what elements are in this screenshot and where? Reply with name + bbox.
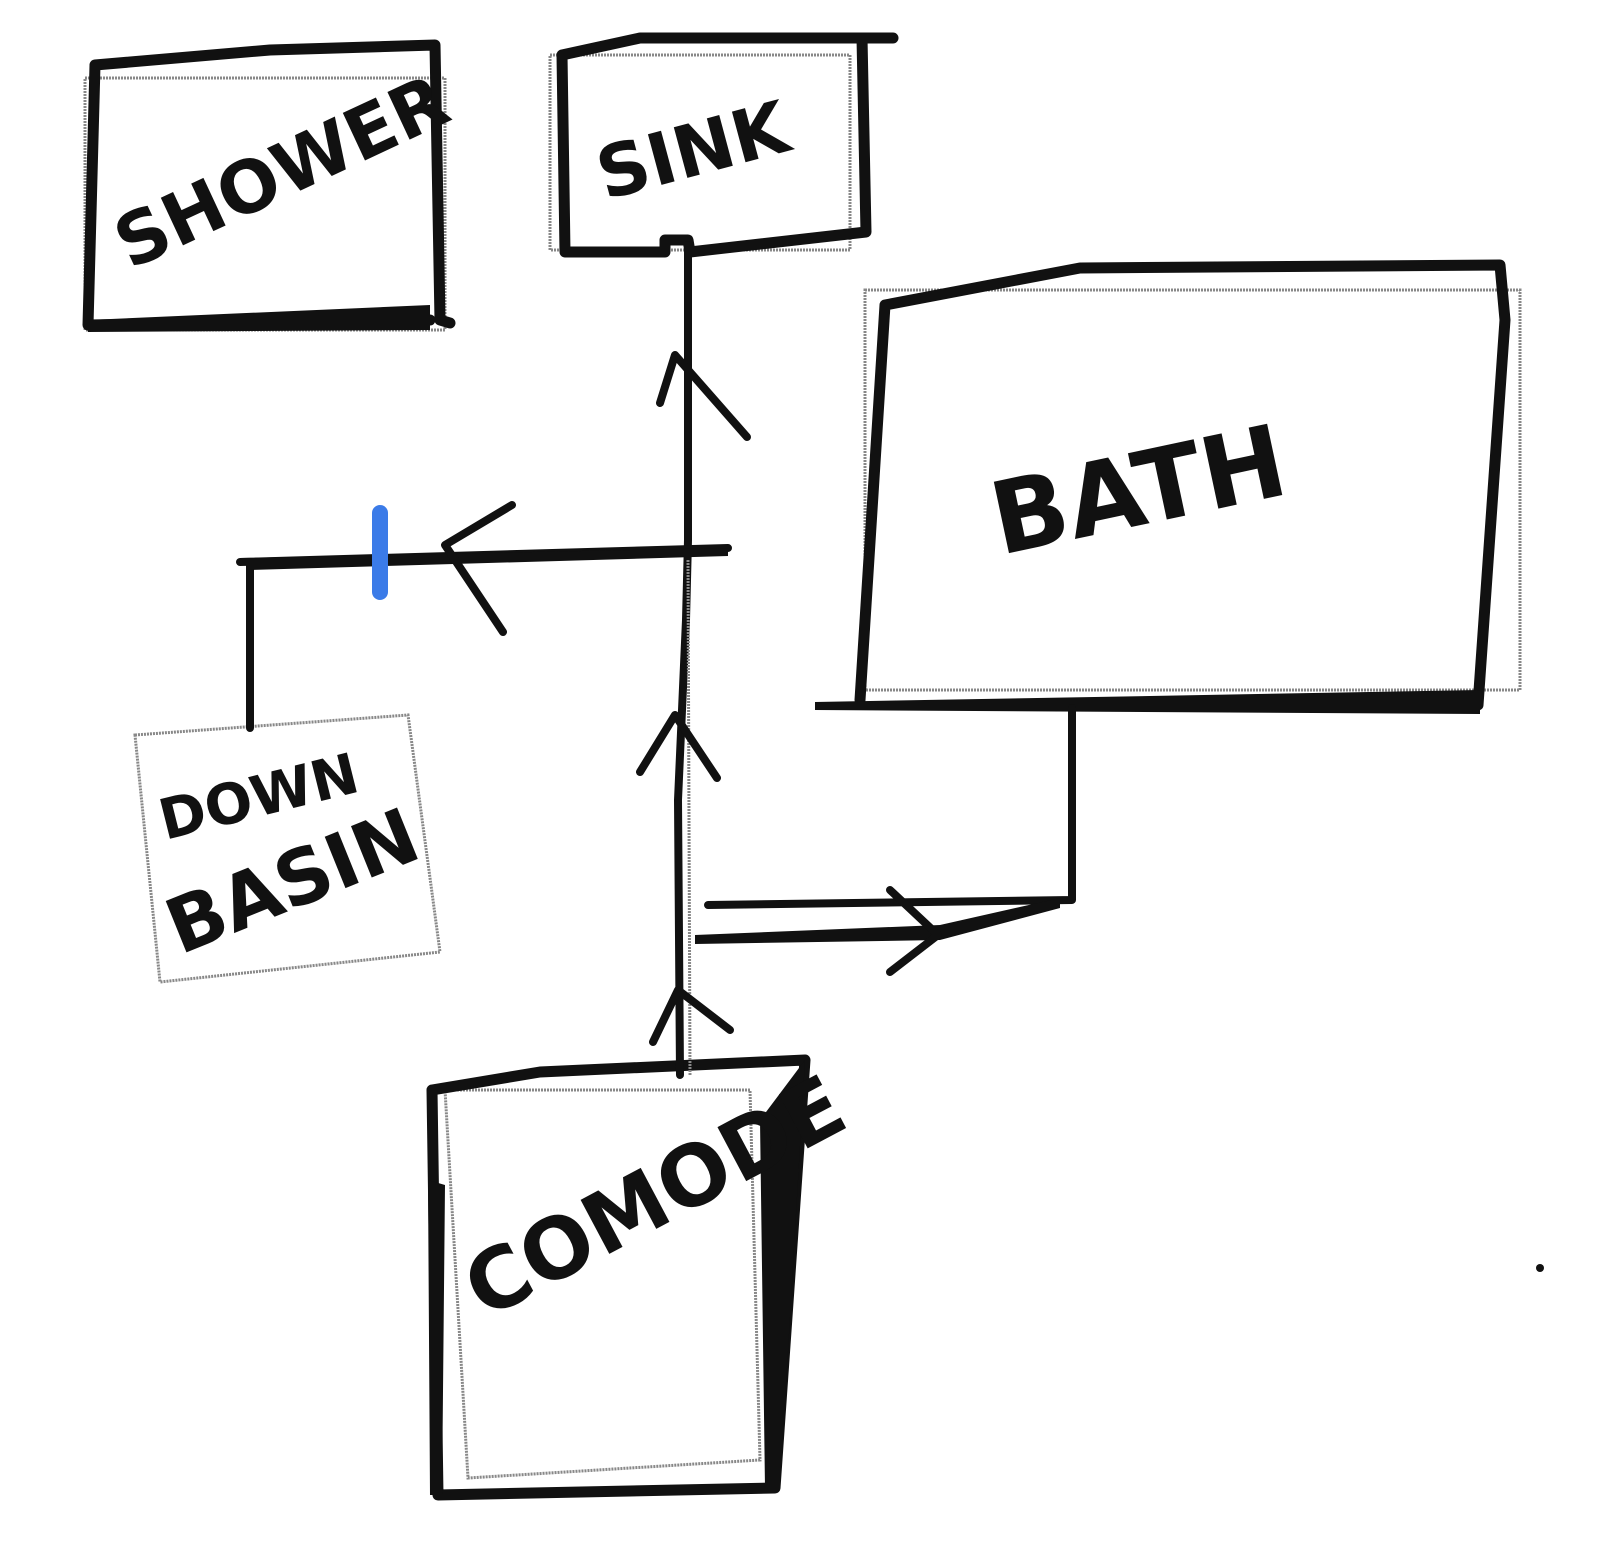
sink-box: SINK: [548, 32, 899, 258]
sink-label: SINK: [588, 84, 800, 216]
arrow-up-icon: [636, 711, 721, 782]
shower-label: SHOWER: [102, 58, 461, 285]
flow-arrows: [441, 351, 942, 1046]
bath-drain-pipe: [704, 704, 1076, 909]
commode-box: COMODE: [426, 1054, 861, 1501]
main-stack-pipe: [674, 241, 692, 1079]
blue-marker: [372, 505, 388, 600]
arrow-up-icon: [649, 986, 734, 1046]
arrow-up-icon: [656, 351, 751, 441]
bath-box: BATH: [815, 259, 1522, 714]
arrow-left-icon: [441, 501, 516, 636]
arrow-right-icon: [886, 886, 942, 976]
shower-box: SHOWER: [82, 39, 461, 332]
drain-pipes: [236, 241, 1076, 1079]
stray-dot: [1536, 1264, 1544, 1272]
bath-label: BATH: [981, 402, 1297, 578]
down-basin-box: DOWN BASIN: [133, 713, 442, 984]
basin-branch-pipe: [236, 544, 732, 732]
